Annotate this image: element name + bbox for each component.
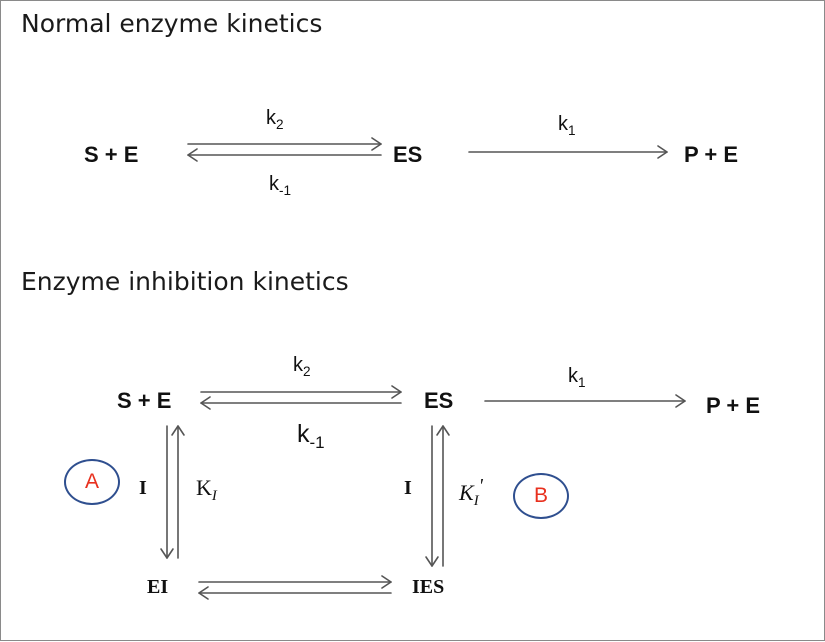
ki-down-arrow-left <box>160 425 174 559</box>
inhibition-reverse-arrow <box>200 396 402 410</box>
ki-down-arrow-right <box>425 425 439 567</box>
inhibition-k1-label: k1 <box>568 365 586 390</box>
normal-product-arrow <box>468 145 668 159</box>
inhibition-complex: ES <box>424 388 454 413</box>
inhibition-substrate-enzyme: S + E <box>117 388 172 413</box>
enzyme-inhibitor-complex: EI <box>147 576 169 598</box>
normal-complex: ES <box>393 142 423 167</box>
ki-up-arrow-left <box>171 425 185 559</box>
inhibition-k-1-label: k-1 <box>297 420 325 452</box>
normal-forward-arrow <box>187 137 382 151</box>
ki-label-left: KI <box>196 475 217 505</box>
inhibition-title: Enzyme inhibition kinetics <box>21 267 349 296</box>
inhibition-forward-arrow <box>200 385 402 399</box>
ei-ies-reverse-arrow <box>198 586 392 600</box>
normal-substrate-enzyme: S + E <box>84 142 139 167</box>
inhibition-product-enzyme: P + E <box>706 393 761 418</box>
ki-prime-label-right: KI' <box>459 475 483 510</box>
inhibition-product-arrow <box>484 394 686 408</box>
inhibitor-label-left: I <box>139 477 147 499</box>
inhibitor-label-right: I <box>404 477 412 499</box>
inhibitor-enzyme-substrate-complex: IES <box>412 576 445 598</box>
normal-title: Normal enzyme kinetics <box>21 9 323 38</box>
inhibition-k2-label: k2 <box>293 354 311 379</box>
normal-product-enzyme: P + E <box>684 142 739 167</box>
badge-b: B <box>513 473 569 519</box>
normal-k1-label: k1 <box>558 113 576 138</box>
normal-k2-label: k2 <box>266 107 284 132</box>
ei-ies-forward-arrow <box>198 575 392 589</box>
ki-up-arrow-right <box>436 425 450 567</box>
normal-reverse-arrow <box>187 148 382 162</box>
normal-k-1-label: k-1 <box>269 173 292 198</box>
badge-a: A <box>64 459 120 505</box>
